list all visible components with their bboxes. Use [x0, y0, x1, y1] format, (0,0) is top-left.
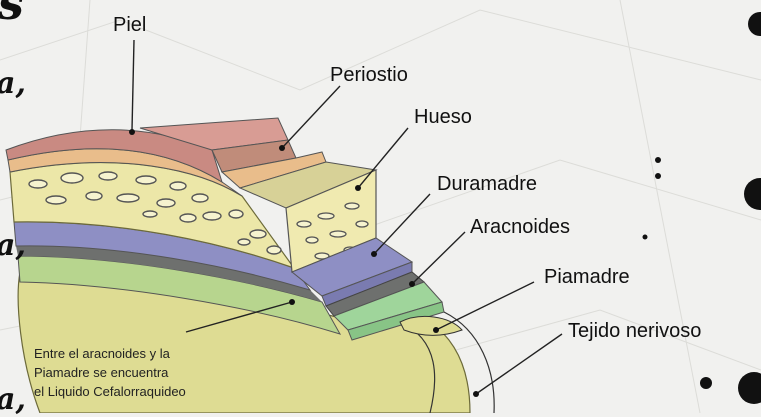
dot-piel [129, 129, 135, 135]
dot-note [289, 299, 295, 305]
leader-piamadre [436, 282, 534, 330]
label-periostio: Periostio [330, 64, 408, 86]
dot-tejido [473, 391, 479, 397]
background-fragment-top: s [0, 0, 24, 30]
label-duramadre: Duramadre [437, 173, 537, 195]
dot-hueso [355, 185, 361, 191]
dot-piamadre [433, 327, 439, 333]
dot-aracnoides [409, 281, 415, 287]
csf-note-line-3: el Liquido Cefalorraquideo [34, 384, 186, 399]
csf-note-line-2: Piamadre se encuentra [34, 365, 169, 380]
background-fragment-row-3: a, [0, 382, 26, 417]
background-fragment-row-1: a, [0, 66, 26, 101]
leader-periostio [282, 86, 340, 148]
label-hueso: Hueso [414, 106, 472, 128]
dot-periostio [279, 145, 285, 151]
dot-duramadre [371, 251, 377, 257]
csf-note-line-1: Entre el aracnoides y la [34, 346, 171, 361]
label-piamadre: Piamadre [544, 266, 630, 288]
label-piel: Piel [113, 14, 146, 36]
leader-aracnoides [412, 232, 465, 284]
csf-note: Entre el aracnoides y la Piamadre se enc… [34, 346, 186, 399]
background-fragment-row-2: a, [0, 228, 26, 263]
leader-duramadre [374, 194, 430, 254]
label-aracnoides: Aracnoides [470, 216, 570, 238]
leader-piel [132, 40, 134, 130]
leader-hueso [358, 128, 408, 188]
leader-tejido [476, 334, 562, 394]
label-tejido-nervioso: Tejido nerivoso [568, 320, 701, 342]
